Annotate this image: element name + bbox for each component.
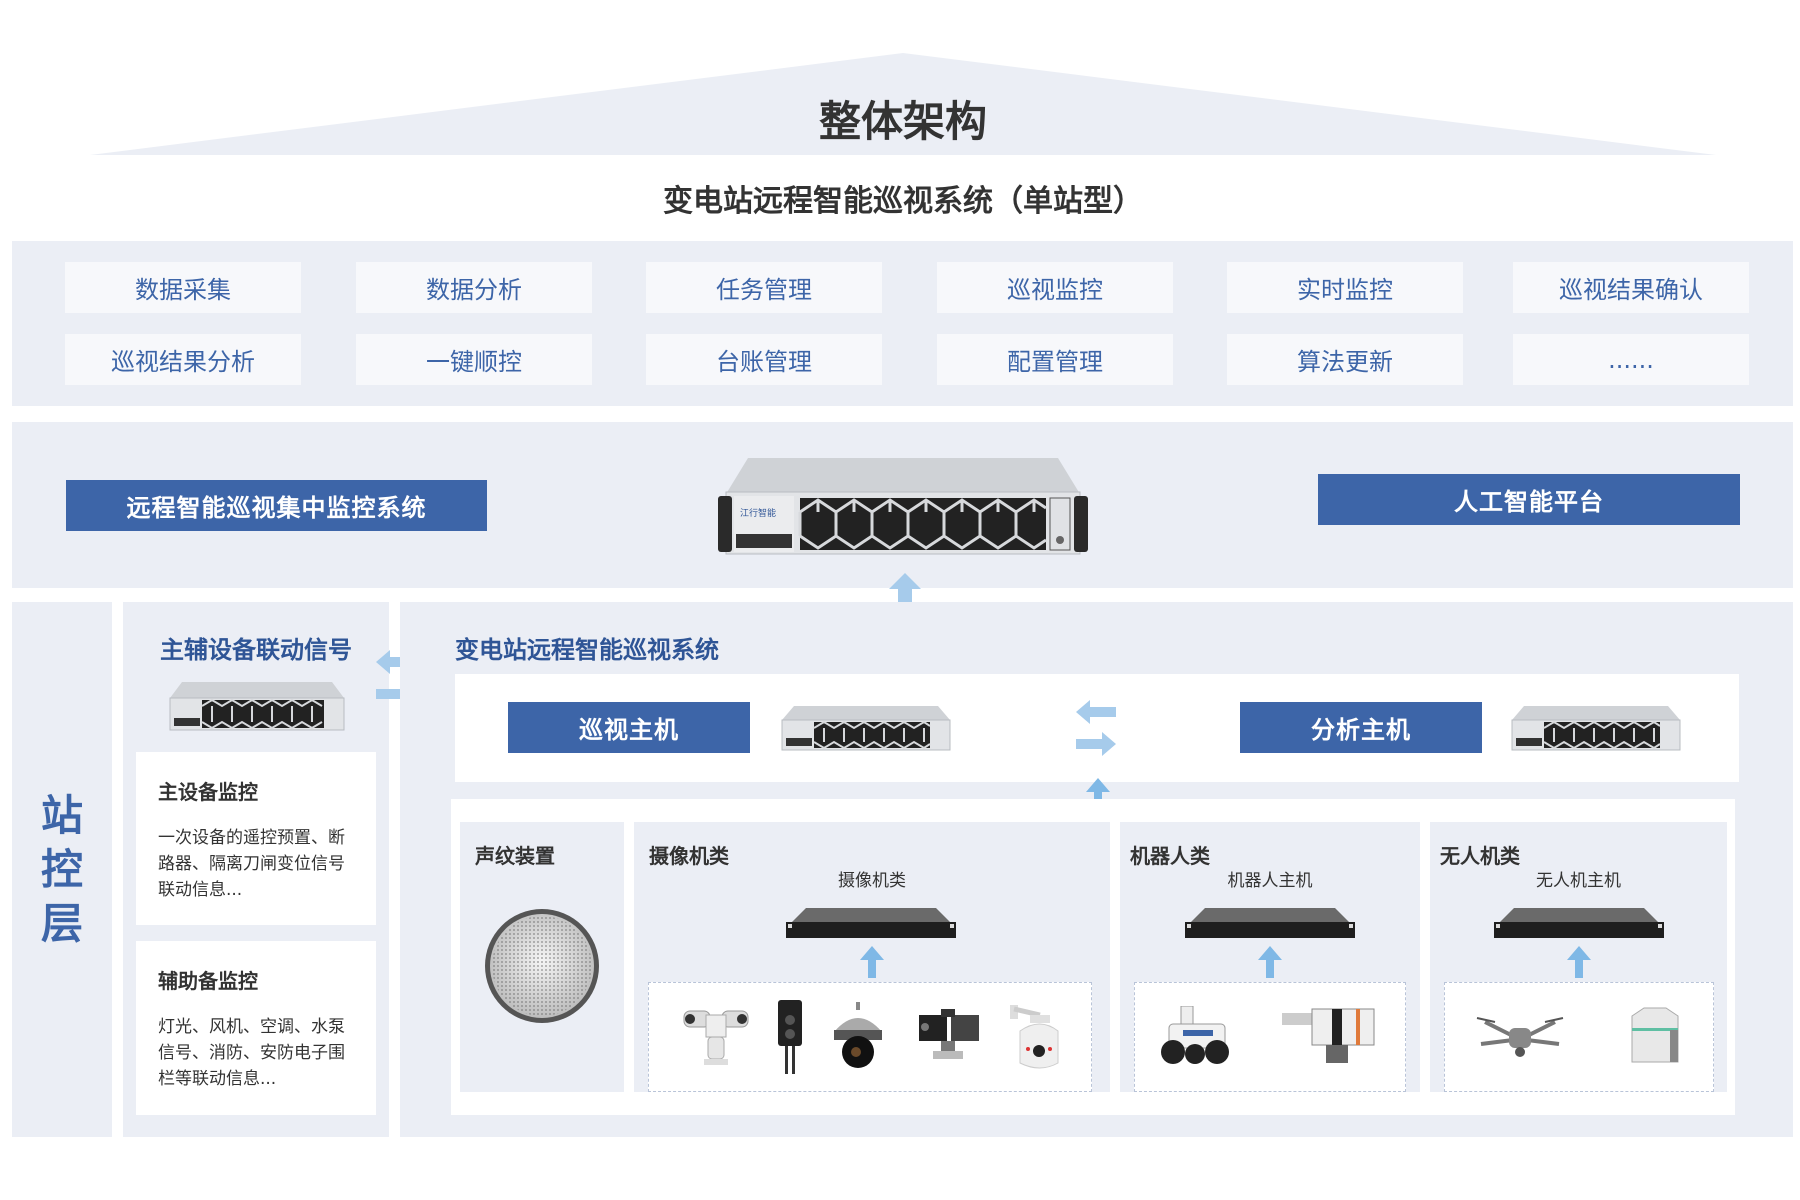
arrow-up-icon — [1086, 778, 1110, 812]
card-title: 声纹装置 — [475, 844, 555, 868]
function-button[interactable]: 数据分析 — [356, 262, 592, 313]
card-title: 摄像机类 — [649, 844, 729, 868]
camera-devices-group — [648, 982, 1092, 1092]
drone-devices-group — [1444, 982, 1714, 1092]
function-button[interactable]: 任务管理 — [646, 262, 882, 313]
roof-shape — [90, 53, 1716, 155]
robot-devices-group — [1134, 982, 1406, 1092]
patrol-host-server-image — [780, 704, 952, 752]
host-label: 无人机主机 — [1536, 871, 1621, 891]
host-label: 摄像机类 — [634, 866, 1110, 891]
sound-device-card: 声纹装置 — [460, 822, 624, 1092]
drone-dock-icon — [1631, 1007, 1678, 1063]
function-button[interactable]: 巡视结果确认 — [1513, 262, 1749, 313]
patrol-host-button[interactable]: 巡视主机 — [508, 702, 750, 753]
function-button[interactable]: 配置管理 — [937, 334, 1173, 385]
signal-title: 主辅设备联动信号 — [160, 636, 352, 664]
card-title: 主设备监控 — [158, 780, 258, 804]
camera-host-image — [786, 908, 956, 940]
thermal-camera-icon — [777, 1000, 802, 1074]
card-description: 灯光、风机、空调、水泵信号、消防、安防电子围栏等联动信息... — [158, 1017, 345, 1089]
system-title: 变电站远程智能巡视系统 — [455, 636, 719, 664]
header-roof — [0, 0, 1800, 160]
central-monitoring-system-button[interactable]: 远程智能巡视集中监控系统 — [66, 480, 487, 531]
signal-server-image — [168, 680, 346, 732]
function-button[interactable]: 巡视结果分析 — [65, 334, 301, 385]
function-panel — [12, 241, 1793, 406]
central-server-image: 江行智能 — [718, 452, 1088, 558]
layer-char: 层 — [40, 898, 83, 948]
speed-dome-camera-icon — [1010, 1005, 1059, 1069]
host-label: 机器人主机 — [1227, 871, 1313, 891]
layer-char: 控 — [40, 844, 83, 894]
function-button[interactable]: ...... — [1513, 334, 1749, 385]
drone-device-card: 无人机类 无人机主机 — [1430, 822, 1727, 1092]
analysis-host-server-image — [1510, 704, 1682, 752]
function-button[interactable]: 算法更新 — [1227, 334, 1463, 385]
arrow-up-icon — [860, 946, 884, 978]
ptz-dual-camera-icon — [683, 1010, 749, 1065]
ai-platform-button[interactable]: 人工智能平台 — [1318, 474, 1740, 525]
sound-sensor-image — [484, 908, 600, 1024]
station-layer-label: 站 控 层 — [12, 602, 112, 1137]
function-button[interactable]: 实时监控 — [1227, 262, 1463, 313]
drone-icon — [1476, 1017, 1563, 1057]
main-equipment-card: 主设备监控 一次设备的遥控预置、断路器、隔离刀闸变位信号联动信息... — [136, 752, 376, 925]
card-title: 机器人类 — [1130, 844, 1210, 868]
function-button[interactable]: 一键顺控 — [356, 334, 592, 385]
card-title: 无人机类 — [1440, 844, 1520, 868]
card-description: 一次设备的遥控预置、断路器、隔离刀闸变位信号联动信息... — [158, 828, 345, 900]
arrow-up-icon — [1567, 946, 1591, 978]
bidirectional-arrows-icon — [1076, 700, 1116, 756]
robot-device-card: 机器人类 机器人主机 — [1120, 822, 1420, 1092]
card-title: 辅助备监控 — [158, 969, 258, 993]
layer-char: 站 — [40, 790, 83, 840]
rail-robot-icon — [1281, 1008, 1374, 1063]
analysis-host-button[interactable]: 分析主机 — [1240, 702, 1482, 753]
robot-host-image — [1185, 908, 1355, 940]
function-button[interactable]: 数据采集 — [65, 262, 301, 313]
page-subtitle: 变电站远程智能巡视系统（单站型） — [663, 184, 1143, 219]
camera-device-card: 摄像机类 摄像机类 — [634, 822, 1110, 1092]
box-ptz-camera-icon — [919, 1009, 980, 1059]
arrow-up-icon — [1258, 946, 1282, 978]
function-button[interactable]: 巡视监控 — [937, 262, 1173, 313]
aux-equipment-card: 辅助备监控 灯光、风机、空调、水泵信号、消防、安防电子围栏等联动信息... — [136, 941, 376, 1115]
dome-camera-icon — [833, 1002, 882, 1068]
host-label-text: 摄像机类 — [838, 871, 906, 891]
page-title: 整体架构 — [818, 97, 987, 146]
function-button[interactable]: 台账管理 — [646, 334, 882, 385]
server-brand-text: 江行智能 — [740, 507, 776, 519]
drone-host-image — [1494, 908, 1664, 940]
inspection-robot-icon — [1160, 1006, 1229, 1064]
